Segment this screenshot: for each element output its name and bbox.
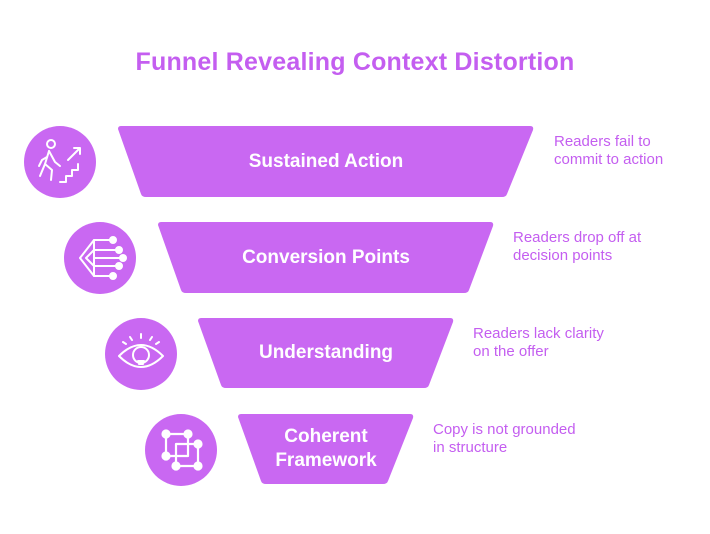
stage-label-sustained-action: Sustained Action [248,150,404,172]
icon-circle-4 [145,414,217,486]
funnel-band-conversion-points [158,222,494,293]
stage-note-conversion-points: Readers drop off at decision points [513,229,642,264]
funnel-band-sustained-action [118,126,534,197]
stage-note-understanding: Readers lack clarity on the offer [473,325,604,360]
icon-circle-3 [105,318,177,390]
climbing-stairs-icon [38,139,81,183]
eye-lightbulb-icon [118,333,164,368]
funnel-band-understanding [198,318,454,388]
stage-note-sustained-action: Readers fail to commit to action [554,133,664,168]
stage-label-understanding: Understanding [258,342,394,363]
stage-label-conversion-points: Conversion Points [242,246,410,268]
framework-nodes-icon [161,429,203,471]
funnel-band-coherent-framework [238,414,414,484]
stage-note-coherent-framework: Copy is not grounded in structure [433,421,576,456]
stage-label-coherent-framework: Coherent Framework [275,426,377,471]
decision-tree-icon [79,236,127,280]
icon-circle-1 [24,126,96,198]
diagram-title: Funnel Revealing Context Distortion [135,48,575,76]
